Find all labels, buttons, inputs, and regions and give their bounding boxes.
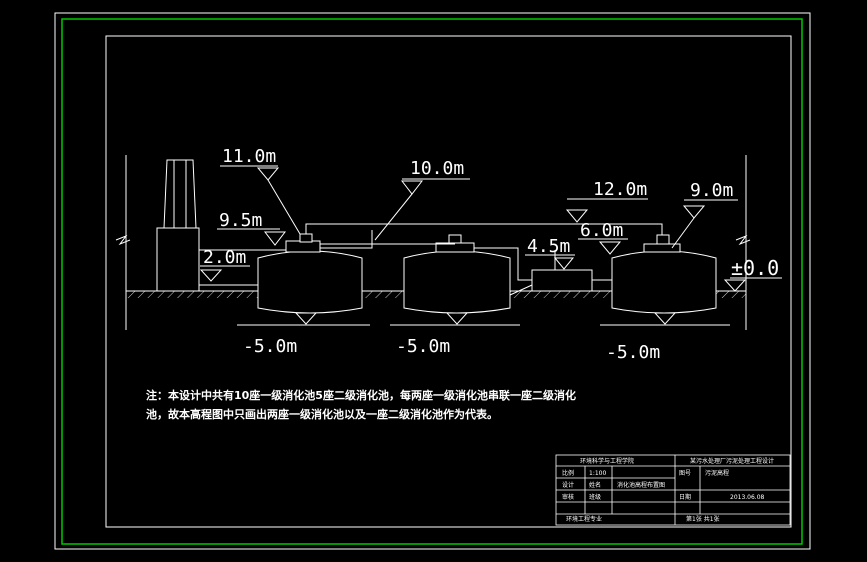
label-bottom-2: -5.0m [396,336,450,357]
primary-digester-1 [257,233,363,314]
pipelines [199,223,663,296]
title-block-scale-value: 1:100 [589,470,606,477]
sheet-border [54,12,811,550]
section-break-left [115,155,131,330]
title-block-drawn-label: 设计 [562,481,574,489]
drawing-border [61,18,803,545]
elevation-marker-10m [374,178,470,241]
title-block-name-label: 姓名 [589,481,601,489]
design-note-line-2: 池，故本高程图中只画出两座一级消化池以及一座二级消化池作为代表。 [146,407,498,421]
elevation-marker-9m [671,199,738,249]
design-note-line-1: 注：本设计中共有10座一级消化池5座二级消化池，每两座一级消化池串联一座二级消化 [146,388,576,402]
label-bottom-1: -5.0m [243,336,297,357]
elevation-marker-bottom-1 [237,312,370,326]
label-12m: 12.0m [593,179,647,200]
title-block-sheet-label: 图号 [679,470,691,477]
title-block-school: 环境科学与工程学院 [580,457,634,465]
intermediate-tank [531,269,593,292]
title-block-footer-right: 第1张 共1张 [686,515,720,523]
elevation-marker-9.5m [217,228,287,246]
label-zero: ±0.0 [731,256,779,280]
elevation-marker-11m [220,165,301,235]
title-block-date-label: 日期 [679,493,691,501]
secondary-digester [611,234,717,314]
label-9m: 9.0m [690,180,733,201]
title-block-sheet-value: 污泥高程 [705,469,729,477]
label-bottom-3: -5.0m [606,342,660,363]
title-block-footer-left: 环境工程专业 [566,515,602,523]
title-block [555,454,791,526]
inlet-structure [156,159,200,292]
inner-border [105,35,792,528]
label-10m: 10.0m [410,158,464,179]
elevation-marker-2m [199,265,250,282]
elevation-marker-4.5m [525,254,575,270]
title-block-checked-label: 审核 [562,493,574,501]
title-block-class-label: 班级 [589,493,601,501]
title-block-project: 某污水处理厂污泥处理工程设计 [690,457,774,465]
primary-digester-2 [403,234,511,314]
elevation-marker-bottom-3 [600,312,730,326]
elevation-marker-12m [565,198,648,223]
elevation-marker-6m [578,238,628,255]
label-11m: 11.0m [222,146,276,167]
title-block-drawing-name: 消化池高程布置图 [617,481,665,489]
label-9.5m: 9.5m [219,210,262,231]
label-4.5m: 4.5m [527,236,570,257]
elevation-marker-bottom-2 [390,312,520,326]
section-break-right [735,155,751,330]
title-block-scale-label: 比例 [562,469,574,477]
label-6m: 6.0m [580,220,623,241]
elevation-marker-zero [723,277,782,292]
label-2m: 2.0m [203,247,246,268]
title-block-date-value: 2013.06.08 [730,494,765,501]
